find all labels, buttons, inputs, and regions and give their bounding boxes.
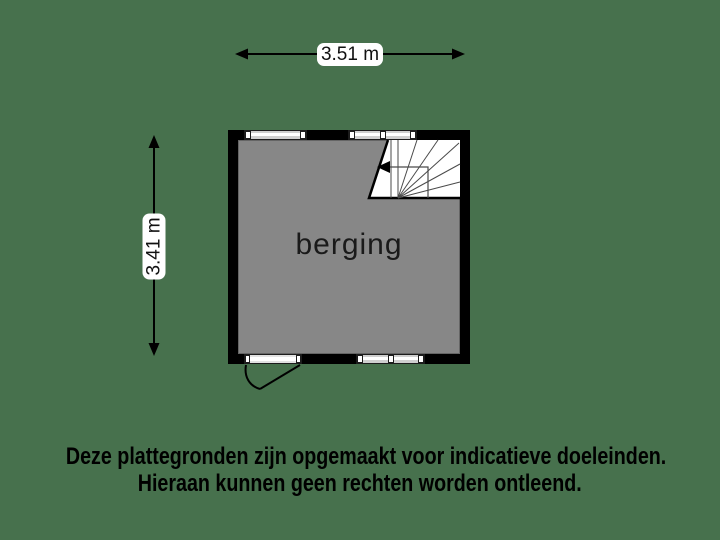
height-dimension-label: 3.41 m (142, 213, 166, 280)
window-mullion (379, 131, 386, 139)
window-jamb (357, 355, 363, 363)
arrow-up-icon (148, 135, 160, 148)
width-dimension-label: 3.51 m (317, 43, 383, 66)
window-bottom (356, 354, 425, 364)
door-opening (244, 354, 302, 364)
window-jamb (349, 131, 355, 139)
window-jamb (410, 131, 416, 139)
arrow-right-icon (452, 48, 465, 60)
width-dimension-value: 3.51 m (320, 43, 380, 65)
window-jamb (300, 131, 306, 139)
window-jamb (245, 131, 251, 139)
disclaimer-line-2: Hieraan kunnen geen rechten worden ontle… (138, 470, 582, 497)
window-top-right (348, 130, 417, 140)
door-jamb (296, 355, 301, 363)
disclaimer: Deze plattegronden zijn opgemaakt voor i… (0, 443, 720, 497)
height-dimension-value: 3.41 m (143, 217, 164, 276)
window-mullion (387, 355, 394, 363)
arrow-left-icon (235, 48, 248, 60)
arrow-down-icon (148, 343, 160, 356)
room-label: berging (295, 228, 403, 261)
window-top-left (244, 130, 307, 140)
disclaimer-line-1: Deze plattegronden zijn opgemaakt voor i… (65, 443, 667, 470)
door-jamb (245, 355, 250, 363)
door-swing (244, 364, 301, 390)
window-jamb (418, 355, 424, 363)
